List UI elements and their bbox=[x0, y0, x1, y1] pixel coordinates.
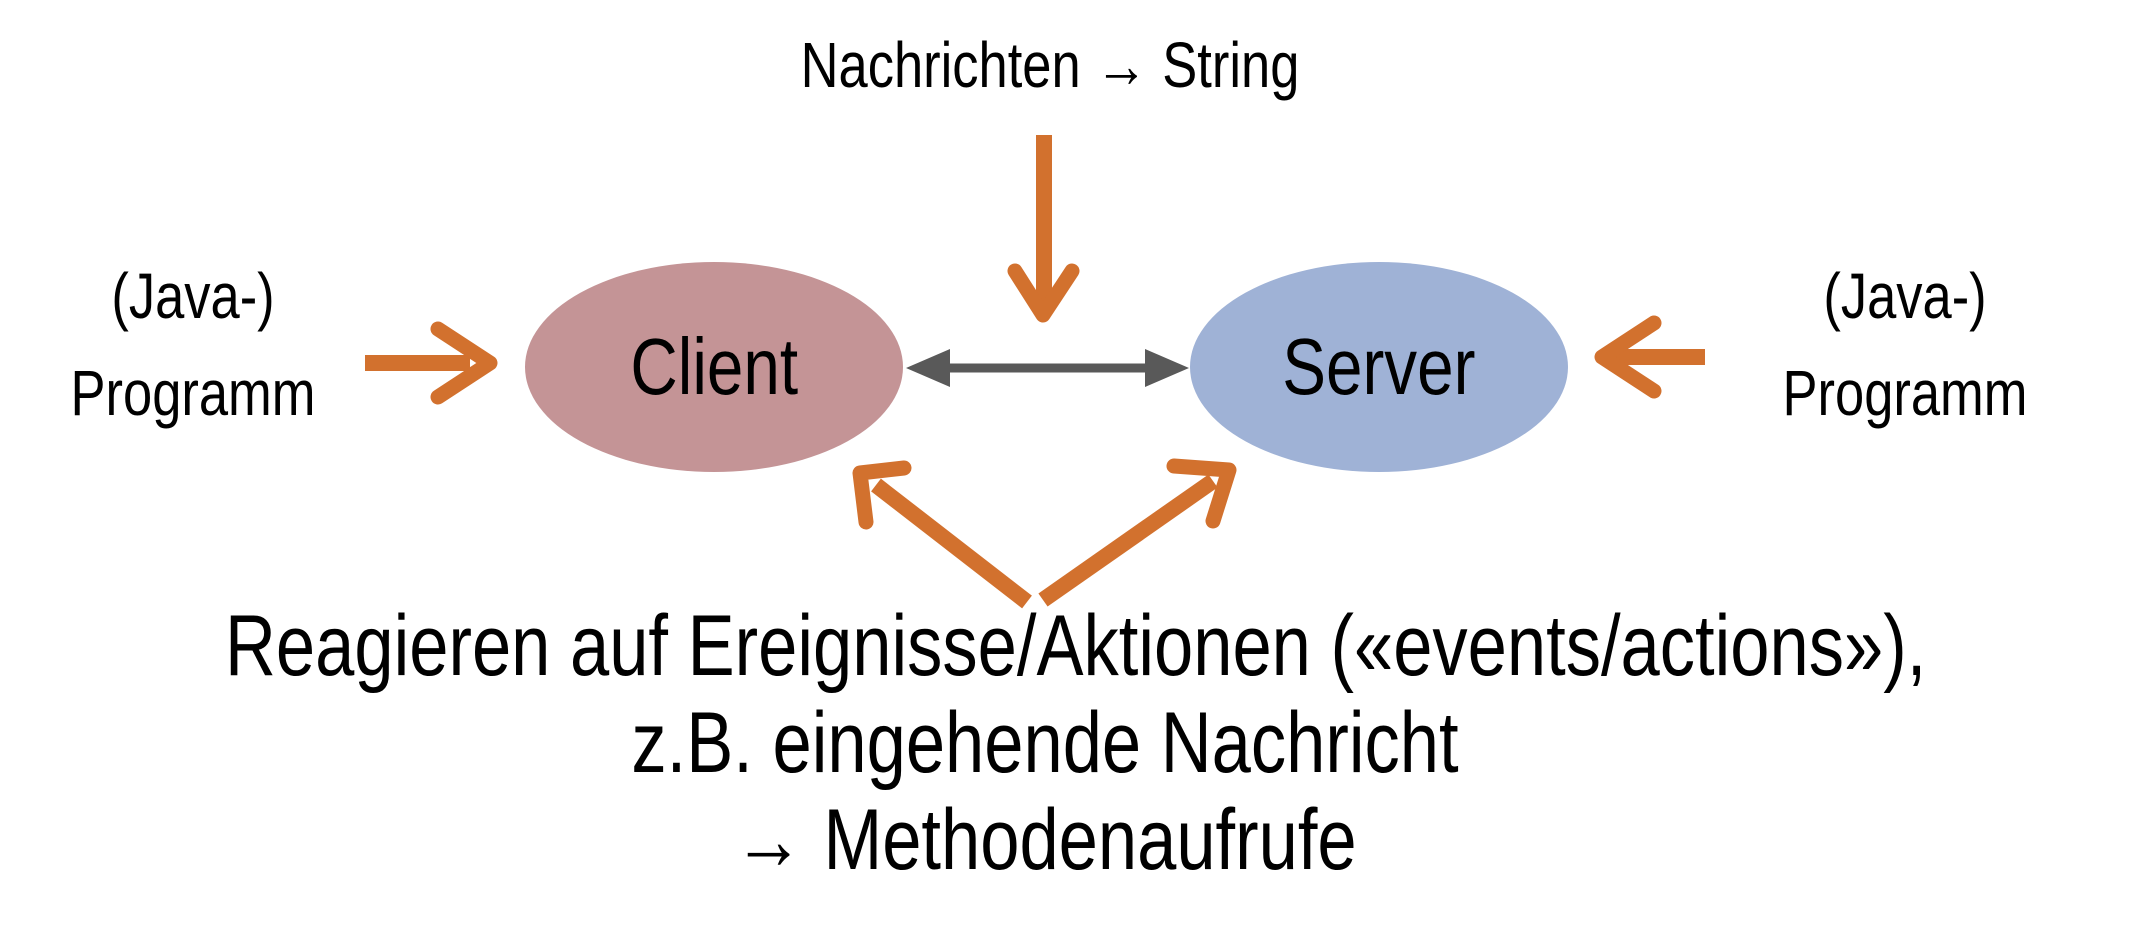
program-to-server-arrow-icon bbox=[1594, 315, 1705, 399]
bottom-caption-line1: Reagieren auf Ereignisse/Aktionen («even… bbox=[225, 598, 1927, 694]
program-to-client-arrow-icon bbox=[365, 321, 498, 405]
right-program-line2: Programm bbox=[1782, 357, 2028, 429]
top-caption: Nachrichten → String bbox=[800, 29, 1300, 101]
bottom-caption-line3: → Methodenaufrufe bbox=[733, 792, 1357, 888]
events-to-server-arrow-icon bbox=[1038, 458, 1237, 607]
right-program-label: (Java-) Programm bbox=[1741, 248, 2069, 442]
server-node-label: Server bbox=[1282, 322, 1476, 411]
nachrichten-arrow-down-icon bbox=[1007, 135, 1080, 323]
client-node: Client bbox=[525, 262, 903, 472]
client-server-double-arrow-icon bbox=[906, 349, 1189, 387]
left-program-label: (Java-) Programm bbox=[29, 248, 357, 442]
left-program-line2: Programm bbox=[70, 357, 316, 429]
server-node: Server bbox=[1190, 262, 1568, 472]
bottom-caption: Reagieren auf Ereignisse/Aktionen («even… bbox=[225, 598, 1926, 889]
right-program-line1: (Java-) bbox=[1823, 260, 1987, 332]
events-to-client-arrow-icon bbox=[852, 460, 1032, 609]
left-program-line1: (Java-) bbox=[111, 260, 275, 332]
client-node-label: Client bbox=[630, 322, 798, 411]
bottom-caption-line2: z.B. eingehende Nachricht bbox=[631, 695, 1459, 791]
